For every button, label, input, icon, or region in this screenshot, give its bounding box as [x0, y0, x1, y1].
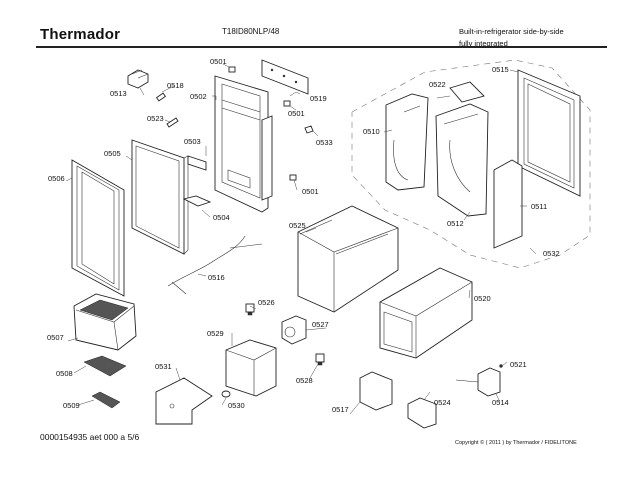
- callout-0503: 0503: [184, 137, 201, 146]
- callout-0506: 0506: [48, 174, 65, 183]
- header-rule: [36, 46, 607, 48]
- part-0510-liner[interactable]: [385, 93, 429, 191]
- copyright-notice: Copyright © ( 2011 ) by Thermador / FIDE…: [455, 440, 577, 446]
- part-0530-knob[interactable]: [221, 390, 231, 398]
- part-0527-motor[interactable]: [281, 315, 307, 345]
- assembly-boundary-0532: [351, 59, 591, 269]
- part-0502-dispenser-housing[interactable]: [214, 75, 273, 213]
- part-0508-tray[interactable]: [83, 355, 127, 377]
- brand-logo: Thermador: [40, 26, 121, 43]
- callout-0523: 0523: [147, 114, 164, 123]
- part-0503-plate[interactable]: [187, 155, 207, 171]
- callout-0521: 0521: [510, 360, 527, 369]
- callout-0522: 0522: [429, 80, 446, 89]
- callout-0501-c: 0501: [302, 187, 319, 196]
- part-0518-bulb-holder[interactable]: [155, 92, 167, 102]
- part-0509-insert[interactable]: [91, 391, 121, 409]
- part-0523-clip[interactable]: [166, 117, 179, 128]
- callout-0524: 0524: [434, 398, 451, 407]
- callout-0517: 0517: [332, 405, 349, 414]
- part-0515-frame[interactable]: [517, 69, 581, 197]
- part-0529-housing[interactable]: [225, 339, 277, 397]
- callout-0527: 0527: [312, 320, 329, 329]
- callout-0505: 0505: [104, 149, 121, 158]
- part-0522-cover[interactable]: [449, 81, 485, 103]
- part-0531-cover[interactable]: [155, 377, 213, 425]
- part-0513-lamp[interactable]: [127, 69, 149, 89]
- part-0521-screw[interactable]: [499, 364, 503, 368]
- product-description: Built-in-refrigerator side-by-side fully…: [459, 26, 564, 50]
- part-0504-cover[interactable]: [182, 195, 212, 207]
- part-0507-ice-bucket[interactable]: [73, 293, 137, 351]
- callout-0530: 0530: [228, 401, 245, 410]
- part-0528-switch[interactable]: [315, 353, 325, 366]
- part-0516-heater-cable[interactable]: [167, 235, 263, 295]
- callout-0533: 0533: [316, 138, 333, 147]
- part-0501-clip-b[interactable]: [283, 100, 291, 107]
- callout-0513: 0513: [110, 89, 127, 98]
- callout-0529: 0529: [207, 329, 224, 338]
- document-id: 0000154935 aet 000 a 5/6: [40, 432, 140, 442]
- callout-0515: 0515: [492, 65, 509, 74]
- part-0505-door-panel[interactable]: [131, 139, 189, 255]
- callout-0504: 0504: [213, 213, 230, 222]
- part-0514-fan-motor[interactable]: [455, 367, 501, 397]
- description-line-1: Built-in-refrigerator side-by-side: [459, 27, 564, 36]
- part-0525-enclosure[interactable]: [297, 205, 399, 313]
- callout-0532: 0532: [543, 249, 560, 258]
- callout-0502: 0502: [190, 92, 207, 101]
- part-0501-clip-c[interactable]: [289, 174, 297, 181]
- callout-0518: 0518: [167, 81, 184, 90]
- part-0526-switch[interactable]: [245, 303, 255, 316]
- callout-0507: 0507: [47, 333, 64, 342]
- part-0524-bracket[interactable]: [407, 397, 437, 429]
- callout-0501-a: 0501: [210, 57, 227, 66]
- callout-0525: 0525: [289, 221, 306, 230]
- part-0501-clip-a[interactable]: [228, 66, 236, 73]
- callout-0501-b: 0501: [288, 109, 305, 118]
- part-0519-control-board[interactable]: [261, 59, 309, 95]
- part-0512-ice-container[interactable]: [435, 103, 489, 217]
- callout-0520: 0520: [474, 294, 491, 303]
- callout-0531: 0531: [155, 362, 172, 371]
- callout-0514: 0514: [492, 398, 509, 407]
- callout-0511: 0511: [531, 202, 547, 211]
- model-number: T18ID80NLP/48: [222, 27, 280, 36]
- leader-lines: [65, 63, 537, 415]
- callout-0526: 0526: [258, 298, 275, 307]
- part-0506-door-frame[interactable]: [71, 159, 125, 297]
- callout-0528: 0528: [296, 376, 313, 385]
- callout-0516: 0516: [208, 273, 225, 282]
- callout-0512: 0512: [447, 219, 464, 228]
- callout-0508: 0508: [56, 369, 73, 378]
- callout-0519: 0519: [310, 94, 327, 103]
- callout-0510: 0510: [363, 127, 380, 136]
- callout-0509: 0509: [63, 401, 80, 410]
- part-0533-fastener[interactable]: [304, 125, 314, 134]
- description-line-2: fully integrated: [459, 39, 508, 48]
- part-0517-module[interactable]: [359, 371, 393, 411]
- part-0511-panel[interactable]: [493, 159, 523, 249]
- part-0520-ice-tray[interactable]: [379, 267, 473, 359]
